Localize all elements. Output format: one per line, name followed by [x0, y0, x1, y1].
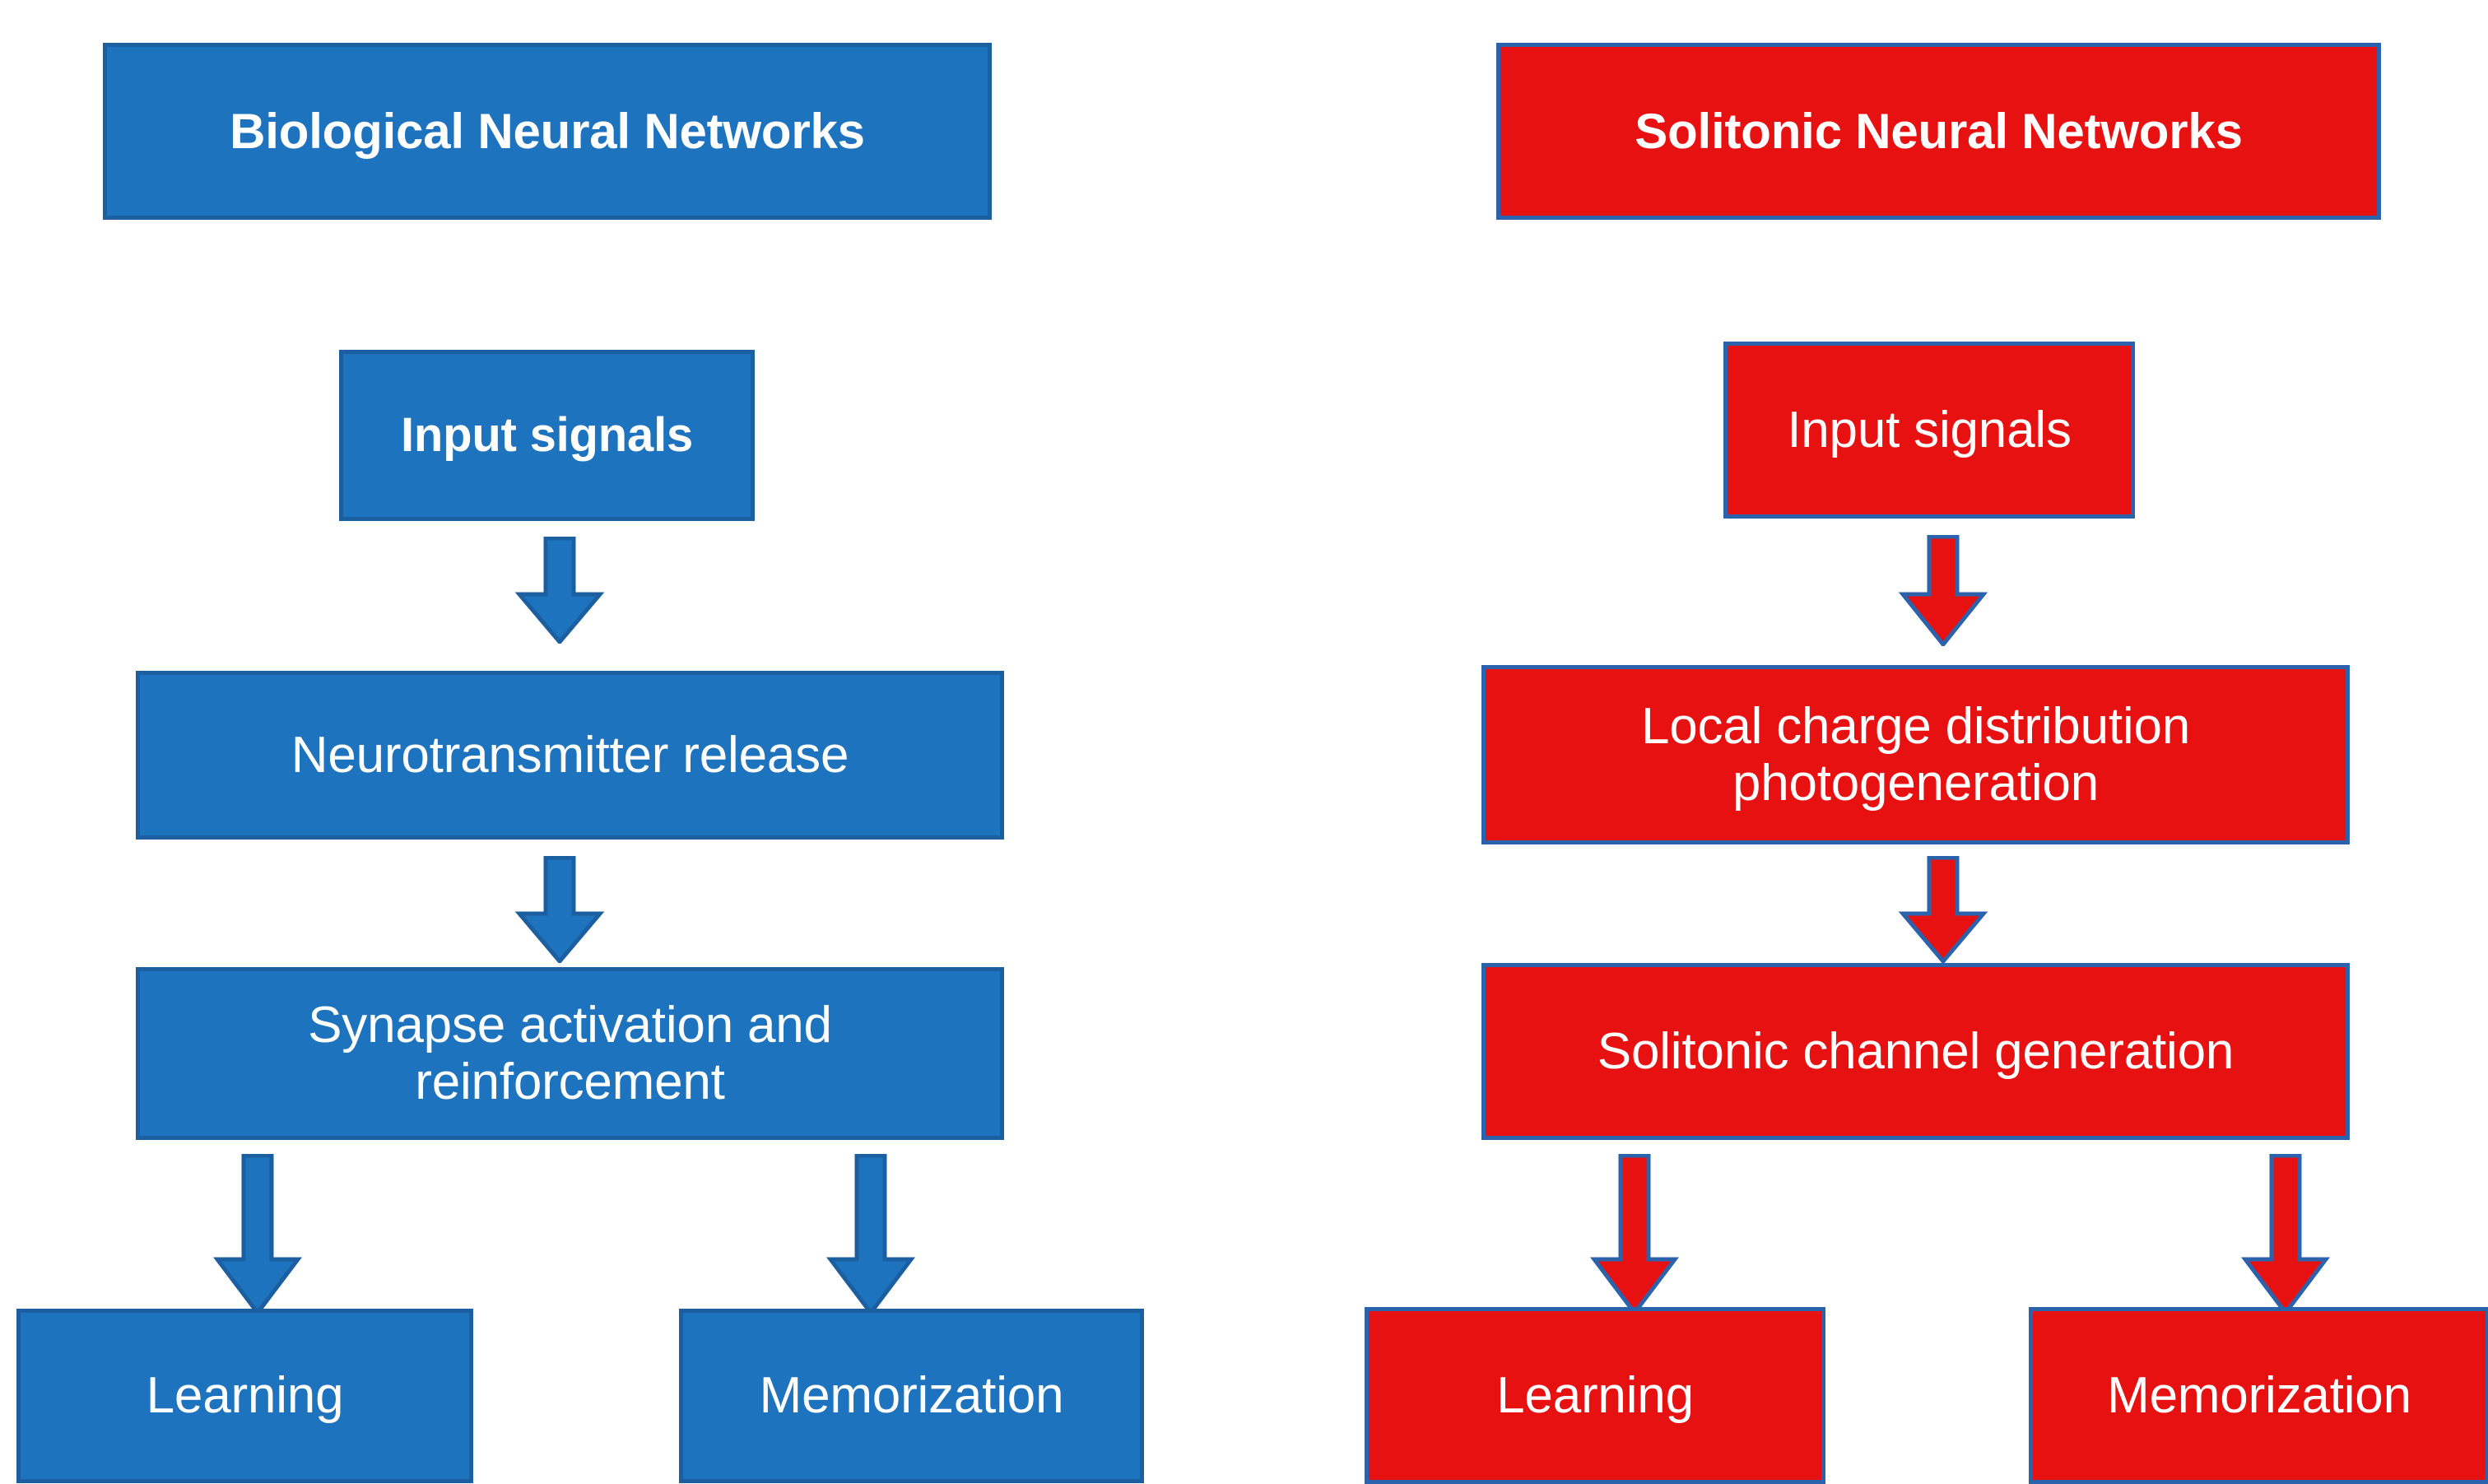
bio-arrow-input-to-step1 [514, 537, 605, 644]
sol-solitonic-channel-generation-label: Solitonic channel generation [1597, 1022, 2235, 1080]
bio-arrow-step1-to-step2 [514, 856, 605, 963]
sol-memorization-box[interactable]: Memorization [2029, 1307, 2488, 1484]
biological-heading-label: Biological Neural Networks [230, 103, 865, 159]
sol-local-charge-distribution-label: Local charge distribution photogeneratio… [1640, 697, 2191, 812]
bio-input-signals-label: Input signals [400, 407, 694, 462]
sol-arrow-step2-to-memorization [2240, 1154, 2331, 1314]
sol-solitonic-channel-generation-box[interactable]: Solitonic channel generation [1481, 963, 2350, 1140]
bio-synapse-activation-label: Synapse activation and reinforcement [308, 996, 832, 1110]
bio-memorization-box[interactable]: Memorization [679, 1309, 1144, 1483]
bio-neurotransmitter-release-box[interactable]: Neurotransmitter release [136, 671, 1004, 840]
sol-local-charge-distribution-box[interactable]: Local charge distribution photogeneratio… [1481, 665, 2350, 844]
bio-input-signals-box[interactable]: Input signals [339, 350, 755, 521]
bio-learning-label: Learning [146, 1367, 344, 1425]
biological-heading-box[interactable]: Biological Neural Networks [103, 43, 992, 220]
bio-synapse-activation-box[interactable]: Synapse activation and reinforcement [136, 967, 1004, 1140]
sol-arrow-step1-to-step2 [1898, 856, 1988, 963]
solitonic-heading-box[interactable]: Solitonic Neural Networks [1496, 43, 2381, 220]
solitonic-heading-label: Solitonic Neural Networks [1635, 103, 2243, 159]
sol-arrow-step2-to-learning [1589, 1154, 1680, 1314]
bio-arrow-step2-to-memorization [825, 1154, 916, 1314]
sol-arrow-input-to-step1 [1898, 535, 1988, 646]
bio-arrow-step2-to-learning [212, 1154, 303, 1314]
sol-learning-label: Learning [1496, 1366, 1694, 1424]
sol-learning-box[interactable]: Learning [1365, 1307, 1825, 1484]
sol-input-signals-box[interactable]: Input signals [1723, 342, 2135, 519]
bio-neurotransmitter-release-label: Neurotransmitter release [291, 726, 849, 784]
sol-input-signals-label: Input signals [1787, 401, 2072, 458]
bio-memorization-label: Memorization [759, 1367, 1064, 1425]
bio-learning-box[interactable]: Learning [16, 1309, 473, 1483]
sol-memorization-label: Memorization [2107, 1366, 2411, 1424]
